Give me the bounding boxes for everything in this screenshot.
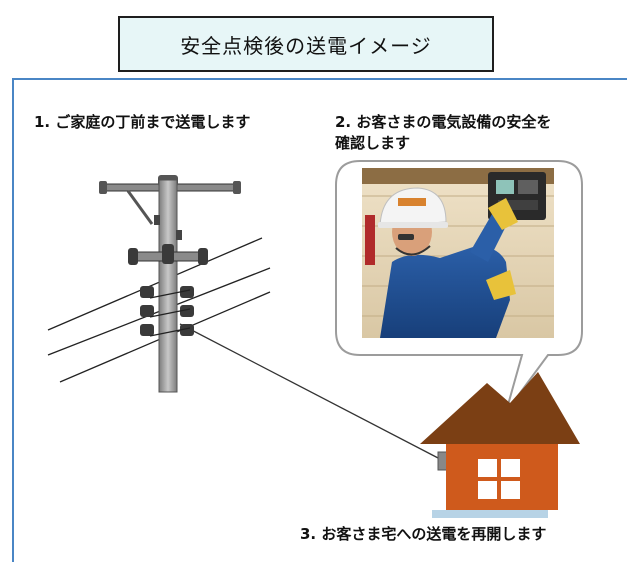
step-2-text-line-2: 確認します: [335, 134, 411, 152]
step-1-label: 1. ご家庭の丁前まで送電します: [34, 112, 250, 133]
step-3-label: 3. お客さま宅への送電を再開します: [300, 524, 546, 545]
speech-bubble: [335, 160, 583, 413]
frame-top-border: [12, 78, 627, 80]
step-3-number: 3.: [300, 525, 317, 543]
service-drop-wire: [179, 323, 441, 460]
worker-photo: [362, 168, 554, 338]
utility-pole-icon: [99, 175, 241, 393]
step-1-text: ご家庭の丁前まで送電します: [55, 113, 251, 131]
frame-left-border: [12, 78, 14, 562]
step-2-text-line-1: お客さまの電気設備の安全を: [356, 113, 552, 131]
step-3-text: お客さま宅への送電を再開します: [321, 525, 547, 543]
house-icon: [420, 372, 580, 518]
step-1-number: 1.: [34, 113, 51, 131]
step-2-label: 2. お客さまの電気設備の安全を 確認します: [335, 112, 551, 154]
step-2-number: 2.: [335, 113, 352, 131]
page-title: 安全点検後の送電イメージ: [118, 16, 494, 72]
